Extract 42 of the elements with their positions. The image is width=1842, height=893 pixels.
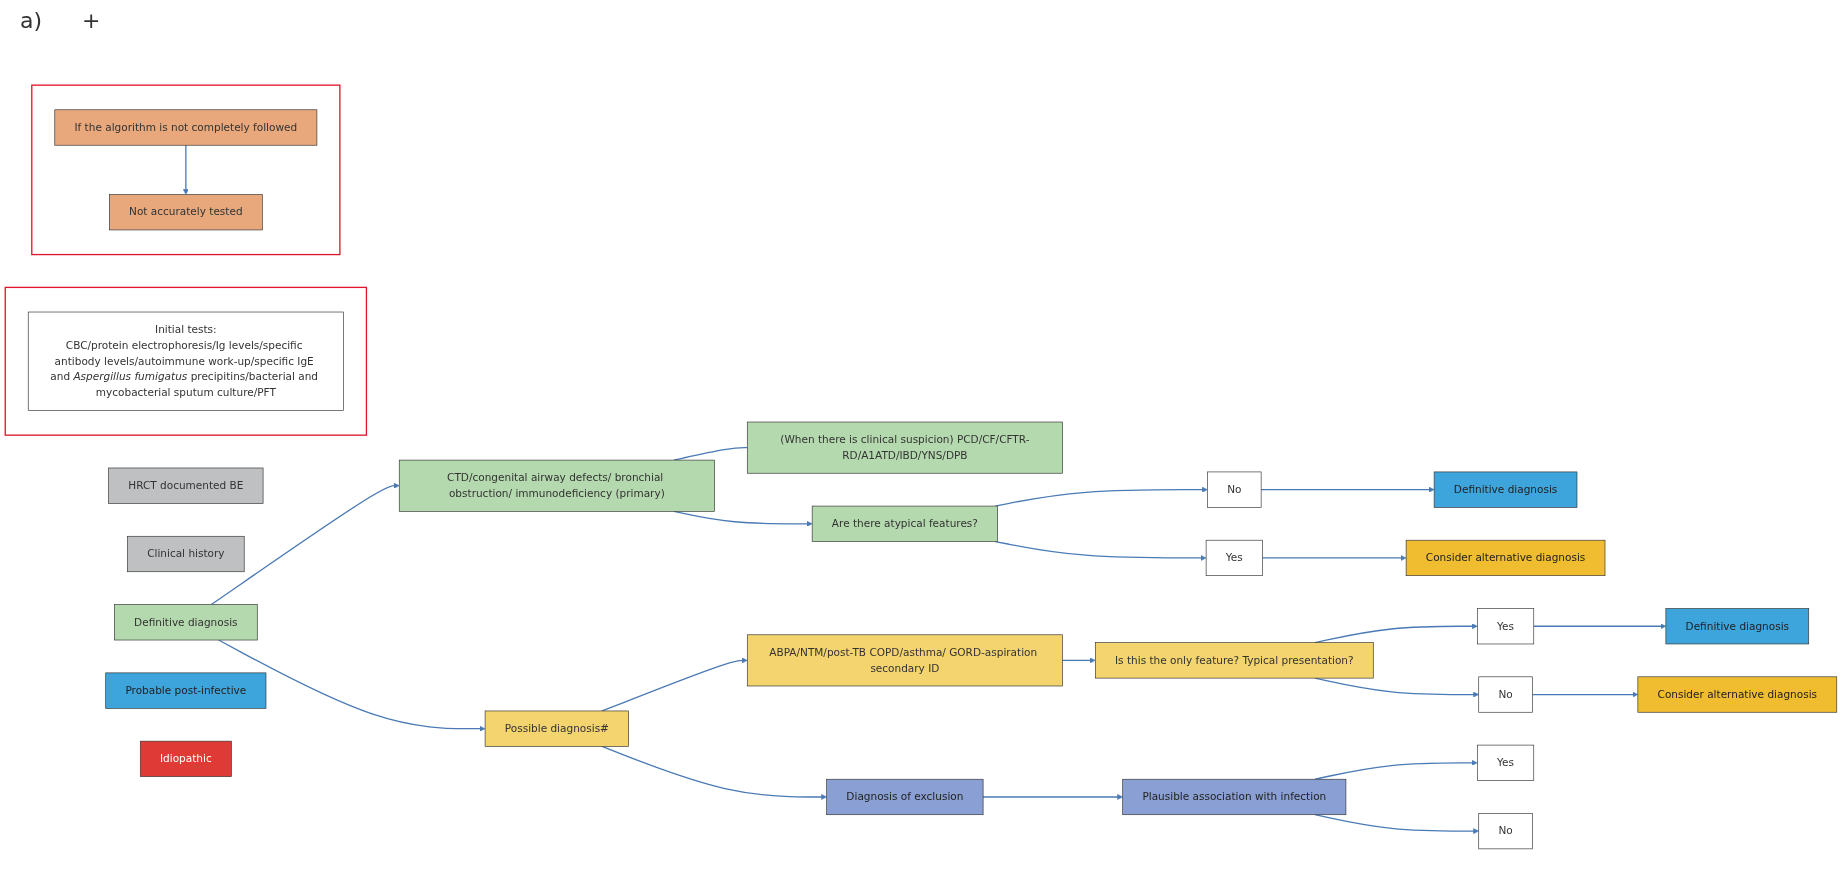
node-box: If the algorithm is not completely followed	[54, 109, 318, 146]
node-box: ABPA/NTM/post-TB COPD/asthma/ GORD-aspiration secondary ID	[746, 634, 1063, 687]
arrow	[210, 482, 400, 606]
node-box: Are there atypical features?	[811, 505, 998, 542]
node-box: Initial tests: CBC/protein electrophoresis/Ig levels/specific antibody levels/autoimmune work-up/specific IgE and Aspergillus fumigatus precipitins/bacterial and mycobacterial sputum culture/PFT	[27, 311, 344, 411]
node-box: Definitive diagnosis	[1665, 608, 1810, 645]
node-box: Definitive diagnosis	[1433, 471, 1578, 508]
node-box: No	[1207, 471, 1262, 508]
node-box: Yes	[1477, 608, 1535, 645]
note-label: a)	[20, 8, 43, 33]
arrow	[1533, 623, 1667, 630]
node-box: Definitive diagnosis	[114, 604, 258, 641]
node-box: CTD/congenital airway defects/ bronchial obstruction/ immunodeficiency (primary)	[398, 459, 715, 512]
arrow	[1261, 555, 1407, 561]
cluster	[31, 84, 341, 256]
node-box: Is this the only feature? Typical presentation?	[1095, 642, 1374, 679]
node-box: (When there is clinical suspicion) PCD/CF/CFTR-RD/A1ATD/IBD/YNS/DPB	[746, 421, 1063, 474]
node-box: Yes	[1477, 744, 1535, 781]
arrow	[994, 540, 1207, 561]
node-box: No	[1478, 813, 1533, 850]
node-box: Plausible association with infection	[1122, 778, 1347, 816]
node-box: No	[1478, 676, 1533, 713]
node-box: Consider alternative diagnosis	[1405, 539, 1606, 576]
arrow	[601, 745, 827, 800]
node-box: Diagnosis of exclusion	[826, 778, 984, 816]
node-box: Not accurately tested	[109, 194, 263, 231]
arrow	[1314, 759, 1478, 780]
note-label: +	[82, 8, 101, 33]
arrow	[1061, 657, 1096, 664]
arrow	[182, 144, 189, 195]
node-box: Consider alternative diagnosis	[1637, 676, 1838, 713]
arrow	[982, 794, 1123, 800]
node-box: Possible diagnosis#	[484, 710, 629, 747]
node-box: Idiopathic	[139, 740, 232, 777]
arrow	[1531, 691, 1639, 698]
node-box: Clinical history	[127, 535, 245, 573]
arrow	[1260, 486, 1435, 493]
arrow	[218, 639, 486, 732]
cluster	[4, 286, 368, 436]
node-box: HRCT documented BE	[108, 467, 264, 504]
node-box: Probable post-infective	[105, 672, 267, 709]
node-box: Yes	[1205, 539, 1263, 576]
